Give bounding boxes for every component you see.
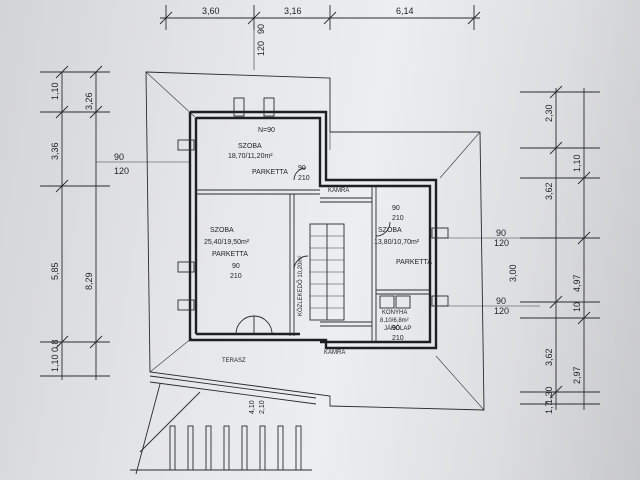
room-2-area: 25,40/19,50m² [204, 239, 250, 246]
room-labels: N=90 SZOBA 18,70/11,20m² PARKETTA SZOBA … [204, 127, 432, 414]
dimension-labels: 3,60 3,16 6,14 90 120 1,10 3,36 5,85 1,1… [50, 6, 582, 414]
door-3-h: 210 [392, 215, 404, 222]
door-2-w: 90 [298, 165, 306, 172]
room-4-floor: JÁRÓLAP [384, 325, 411, 332]
room-3-floor: PARKETTA [396, 259, 432, 266]
room-1-floor: PARKETTA [252, 169, 288, 176]
room-2-name: SZOBA [210, 227, 234, 234]
door-3-w: 90 [392, 205, 400, 212]
door-2-h: 210 [298, 175, 310, 182]
railing-post [187, 425, 194, 471]
right-inner-2: 4,97 [572, 274, 582, 292]
right-mid-2: 10 [572, 302, 582, 312]
staircase [309, 223, 345, 321]
right-outer-5: 1,7 [544, 401, 554, 414]
left-small-2: 120 [114, 166, 129, 176]
terrace-dim-2: 2,10 [259, 400, 266, 414]
right-pair-1a: 90 [496, 228, 506, 238]
room-3-name: SZOBA [378, 227, 402, 234]
right-dimension-lines [440, 85, 600, 410]
door-1-w: 90 [232, 263, 240, 270]
interior-walls [196, 186, 430, 342]
top-vert-1: 90 [256, 24, 266, 34]
left-small-1: 90 [114, 152, 124, 162]
right-mid-1: 3,00 [508, 264, 518, 282]
left-inner-2: 8,29 [84, 272, 94, 290]
room-1-area: 18,70/11,20m² [228, 153, 273, 160]
terrace-railing [169, 425, 302, 471]
left-outer-2: 3,36 [50, 142, 60, 160]
railing-post [169, 425, 176, 471]
door-4-w: 90 [392, 325, 400, 332]
railing-post [295, 425, 302, 471]
right-inner-3: 2,97 [572, 366, 582, 384]
railing-post [205, 425, 212, 471]
room-2-floor: PARKETTA [212, 251, 248, 258]
room-4-area: 8,10/6,8m² [380, 318, 409, 324]
left-inner-1: 3,26 [84, 92, 94, 110]
right-outer-1: 2,30 [544, 104, 554, 122]
railing-post [277, 425, 284, 471]
top-vert-2: 120 [256, 41, 266, 56]
door-1-h: 210 [230, 273, 242, 280]
railing-post [241, 425, 248, 471]
right-inner-1: 1,10 [572, 154, 582, 172]
right-pair-2b: 120 [494, 306, 509, 316]
terrace-dim-1: 4,10 [249, 400, 256, 414]
door-swings [235, 167, 391, 335]
right-outer-4: 1,30 [544, 386, 554, 404]
corridor-label: KÖZLEKEDŐ 10,20m² [297, 256, 304, 316]
top-dim-1: 3,60 [202, 6, 220, 16]
room-4-name: KONYHA [382, 310, 407, 316]
right-outer-3: 3,62 [544, 348, 554, 366]
room-3-area: 13,80/10,70m² [374, 239, 420, 246]
left-outer-4: 1,10 0,8 [50, 339, 60, 372]
left-outer-3: 5,85 [50, 262, 60, 280]
left-outer-1: 1,10 [50, 82, 60, 100]
railing-post [223, 425, 230, 471]
top-dimension-line [159, 5, 481, 70]
top-n-label: N=90 [258, 127, 275, 134]
room-1-name: SZOBA [238, 143, 262, 150]
exterior-walls [188, 110, 438, 350]
roof-outline [145, 71, 485, 411]
top-dim-2: 3,16 [284, 6, 302, 16]
right-pair-2a: 90 [496, 296, 506, 306]
door-4-h: 210 [392, 335, 404, 342]
railing-post [259, 425, 266, 471]
terasz-label: TERASZ [222, 358, 246, 364]
right-pair-1b: 120 [494, 238, 509, 248]
left-dimension-lines [40, 65, 190, 380]
windows [177, 97, 449, 311]
right-outer-2: 3,62 [544, 182, 554, 200]
kamra-bottom-label: KAMRA [324, 350, 345, 356]
kamra-top-label: KAMRA [328, 188, 349, 194]
top-dim-3: 6,14 [396, 6, 414, 16]
